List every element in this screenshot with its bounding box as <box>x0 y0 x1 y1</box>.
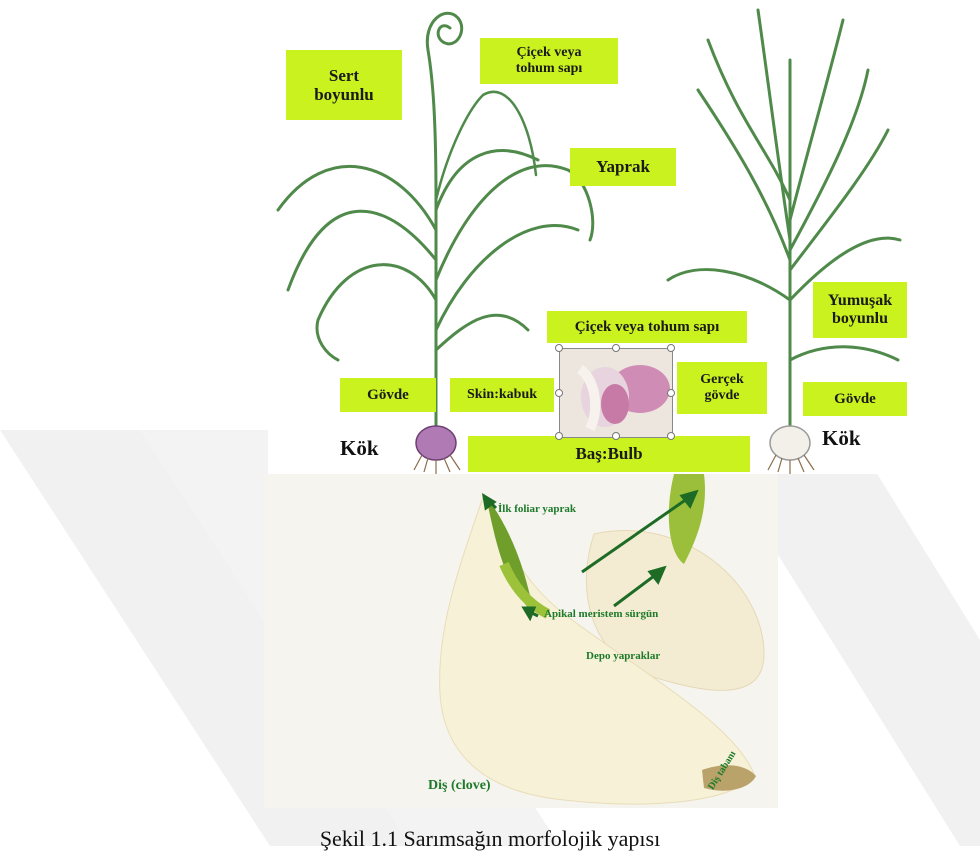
left-bulb <box>416 426 456 460</box>
label-root-right: Kök <box>822 426 861 451</box>
resize-handle-mr[interactable] <box>667 389 675 397</box>
figure-caption: Şekil 1.1 Sarımsağın morfolojik yapısı <box>0 826 980 852</box>
label-flower-stalk-middle: Çiçek veya tohum sapı <box>547 311 747 343</box>
label-first-foliar-leaf: İlk foliar yaprak <box>498 503 576 515</box>
resize-handle-tc[interactable] <box>612 344 620 352</box>
label-bulb: Baş:Bulb <box>468 436 750 472</box>
label-leaf: Yaprak <box>570 148 676 186</box>
resize-handle-bl[interactable] <box>555 432 563 440</box>
resize-handle-tr[interactable] <box>667 344 675 352</box>
clove-section-panel <box>264 474 778 808</box>
label-hard-neck: Sert boyunlu <box>286 50 402 120</box>
label-clove: Diş (clove) <box>428 778 491 794</box>
resize-handle-br[interactable] <box>667 432 675 440</box>
resize-handle-tl[interactable] <box>555 344 563 352</box>
label-stem-right: Gövde <box>803 382 907 416</box>
right-bulb <box>770 426 810 460</box>
label-root-left: Kök <box>340 436 379 461</box>
resize-handle-bc[interactable] <box>612 432 620 440</box>
clove-drawing <box>264 474 778 808</box>
label-true-stem: Gerçek gövde <box>677 362 767 414</box>
label-storage-leaves: Depo yapraklar <box>586 650 660 662</box>
resize-handle-ml[interactable] <box>555 389 563 397</box>
label-apical-meristem: Apikal meristem sürgün <box>544 608 658 620</box>
label-soft-neck: Yumuşak boyunlu <box>813 282 907 338</box>
label-flower-stalk-top: Çiçek veya tohum sapı <box>480 38 618 84</box>
garlic-clove-photo[interactable] <box>559 348 673 438</box>
label-skin: Skin:kabuk <box>450 378 554 412</box>
label-stem-left: Gövde <box>340 378 436 412</box>
garlic-clove-photo-drawing <box>560 349 672 437</box>
